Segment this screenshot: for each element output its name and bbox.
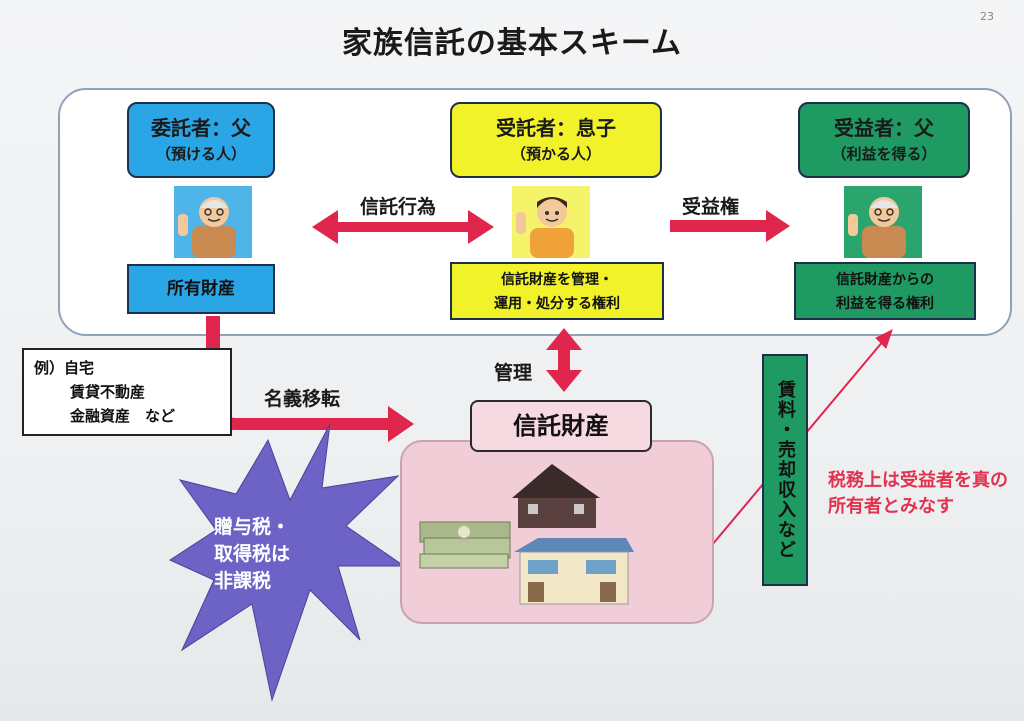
trust-act-label: 信託行為 [360,192,436,219]
example-box: 例）自宅 賃貸不動産 金融資産 など [22,348,232,436]
transfer-label: 名義移転 [264,384,340,411]
transfer-arrow [206,316,414,442]
trust-property-area [400,440,714,624]
tax-note: 税務上は受益者を真の所有者とみなす [828,468,1008,520]
management-label: 管理 [494,358,532,385]
example-line1: 例）自宅 [34,356,220,380]
trust-property-label: 信託財産 [470,400,652,452]
example-line2: 賃貸不動産 [34,380,220,404]
money-stack-icon [420,522,510,568]
star-line2: 取得税は [214,541,354,568]
income-box: 賃料・売却収入など [762,354,808,586]
star-line3: 非課税 [214,568,354,595]
tax-exempt-text: 贈与税・ 取得税は 非課税 [214,514,354,595]
apartment-icon [514,538,634,604]
house-icon [512,464,600,528]
star-line1: 贈与税・ [214,514,354,541]
example-line3: 金融資産 など [34,404,220,428]
beneficial-right-label: 受益権 [682,192,739,219]
management-arrow [546,328,582,392]
